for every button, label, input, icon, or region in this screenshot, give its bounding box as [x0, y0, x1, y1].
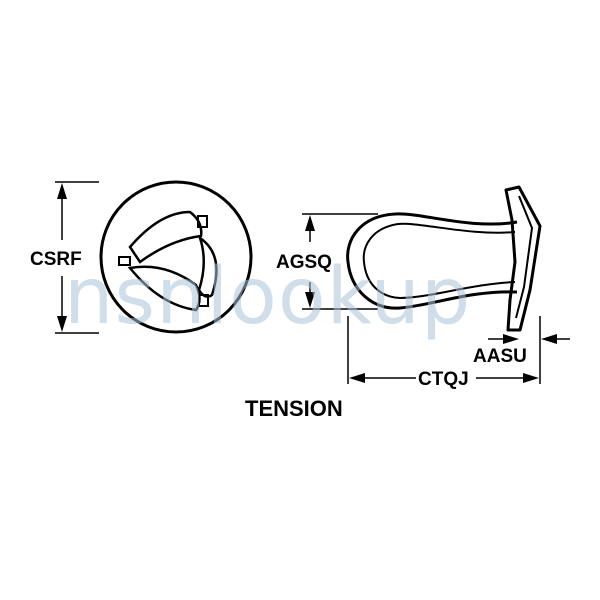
body-inner-lower — [363, 261, 516, 299]
body-width-label: AGSQ — [276, 252, 332, 273]
slot-tab-bottom — [198, 294, 209, 307]
head-thickness-dimension — [488, 334, 570, 344]
head-outer-circle — [99, 180, 253, 334]
head-thickness-arrow-right — [541, 334, 557, 344]
diameter-dimension — [55, 181, 99, 334]
head-flange-inner — [515, 195, 533, 319]
body-width-arrow-top — [305, 215, 315, 231]
body-outline — [346, 212, 518, 310]
slot-tab-top — [197, 215, 208, 228]
diameter-arrow-bottom — [57, 316, 67, 332]
overall-length-arrow-right — [523, 373, 539, 383]
diameter-arrow-top — [57, 183, 67, 199]
body-width-arrow-bottom — [305, 292, 315, 308]
body-width-dimension — [302, 213, 378, 310]
overall-length-arrow-left — [349, 373, 365, 383]
slot-tab-left — [118, 256, 131, 266]
diagram-title: TENSION — [245, 396, 343, 421]
head-thickness-label: AASU — [473, 346, 527, 367]
side-view — [346, 185, 542, 332]
front-view — [99, 180, 253, 334]
overall-length-dimension — [347, 316, 541, 384]
watermark: nsnlookup — [64, 252, 471, 342]
recess-right-lobe — [197, 234, 218, 298]
body-inner-upper — [362, 222, 516, 263]
overall-length-label: CTQJ — [418, 369, 469, 390]
head-flange — [504, 185, 542, 332]
recess-upper-lobe — [128, 210, 203, 264]
head-thickness-arrow-left — [503, 334, 519, 344]
diameter-label: CSRF — [30, 249, 82, 270]
